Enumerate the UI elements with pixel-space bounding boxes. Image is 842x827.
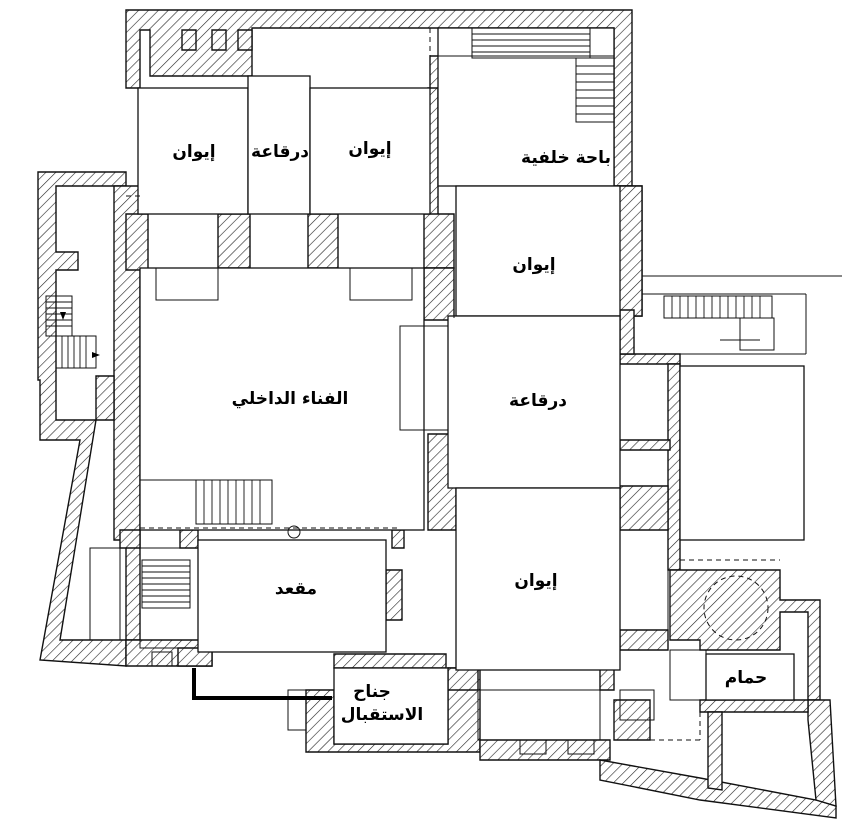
- label-iwan-east-upper: إيوان: [512, 255, 555, 275]
- label-maqad: مقعد: [275, 579, 317, 599]
- room-east-strip: [679, 365, 805, 541]
- dashed-lines: [126, 28, 780, 741]
- room-back-yard: [437, 27, 615, 187]
- room-iwan-east-upper: [455, 185, 621, 317]
- room-labels: إيوان درقاعة إيوان باحة خلفية الفناء الد…: [172, 139, 767, 725]
- rooms: [137, 27, 805, 745]
- entrance-wall: [192, 668, 332, 700]
- room-inner-courtyard: [139, 267, 425, 531]
- staircase-courtyard: [140, 479, 273, 525]
- room-reception-wing: [333, 667, 449, 745]
- staircase-west: [45, 295, 100, 369]
- label-durqaa-top: درقاعة: [251, 142, 309, 162]
- label-reception-wing-line2: الاستقبال: [341, 705, 423, 725]
- room-durqaa-east: [447, 315, 621, 489]
- staircase-top-right: [471, 27, 615, 123]
- room-iwan-east-lower: [455, 487, 621, 671]
- label-hammam: حمام: [725, 668, 768, 688]
- label-iwan-east-lower: إيوان: [514, 571, 557, 591]
- room-maqad: [197, 539, 387, 653]
- label-back-yard: باحة خلفية: [521, 148, 611, 168]
- partitions: [89, 28, 842, 755]
- label-iwan-top-left: إيوان: [172, 142, 215, 162]
- label-iwan-top-right: إيوان: [348, 139, 391, 159]
- room-iwan-top-right: [309, 87, 431, 215]
- room-durqaa-top: [247, 75, 311, 215]
- room-iwan-top-left: [137, 87, 249, 215]
- label-inner-courtyard: الفناء الداخلي: [232, 389, 349, 409]
- room-hammam: [705, 653, 795, 701]
- label-durqaa-east: درقاعة: [509, 391, 567, 411]
- label-reception-wing-line1: جناح: [353, 682, 391, 702]
- column: [287, 525, 301, 539]
- staircase-east: [663, 295, 775, 351]
- staircase-south-west: [141, 559, 191, 609]
